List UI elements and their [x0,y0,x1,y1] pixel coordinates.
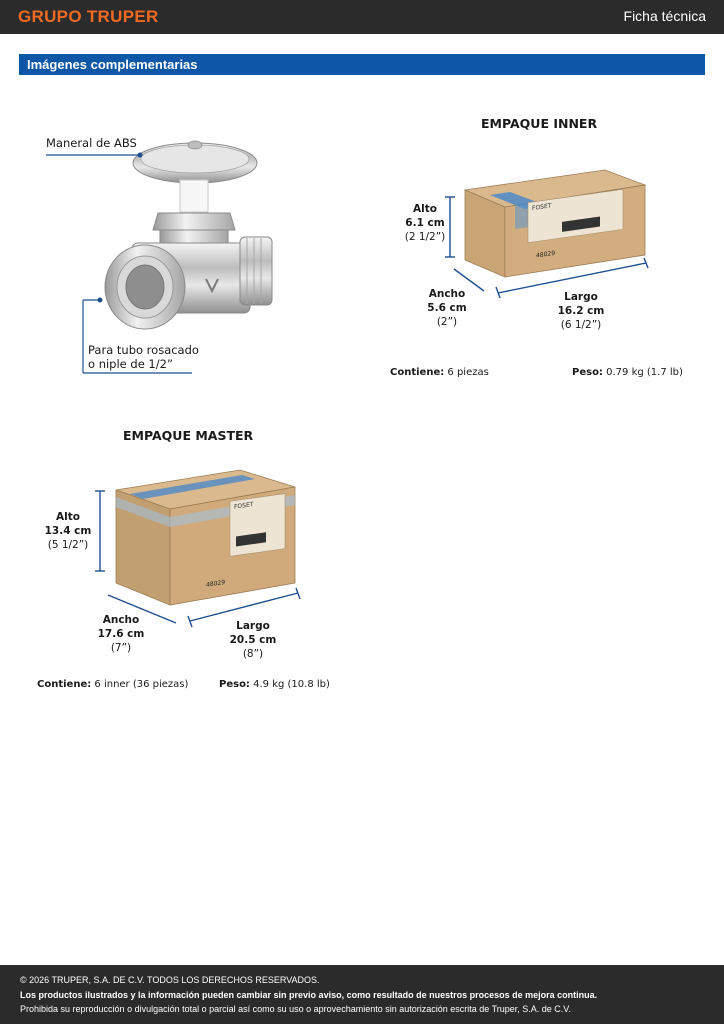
master-dim-alto: Alto 13.4 cm (5 1/2”) [44,511,92,551]
valve-illustration [46,140,273,374]
document-type: Ficha técnica [623,8,706,24]
inner-contents: Contiene: 6 piezas [390,367,489,378]
master-box-brand: FOSET [234,501,254,511]
section-bar: Imágenes complementarias [19,54,705,75]
inner-box-code: 48029 [536,250,555,260]
master-title: EMPAQUE MASTER [123,428,254,443]
inner-dim-alto: Alto 6.1 cm (2 1/2”) [404,203,446,243]
inner-weight: Peso: 0.79 kg (1.7 lb) [572,367,683,378]
callout-thread-line1: Para tubo rosacado [88,343,199,357]
inner-dim-ancho: Ancho 5.6 cm (2”) [427,288,467,328]
footer-copyright: © 2026 TRUPER, S.A. DE C.V. TODOS LOS DE… [20,975,320,985]
callout-handle-label: Maneral de ABS [46,136,137,150]
master-weight: Peso: 4.9 kg (10.8 lb) [219,679,330,690]
footer-notice: Los productos ilustrados y la informació… [20,990,598,1000]
callout-thread-line2: o niple de 1/2” [88,357,173,371]
inner-box-brand: FOSET [532,202,552,212]
inner-box-illustration: FOSET 48029 [445,169,649,299]
footer: © 2026 TRUPER, S.A. DE C.V. TODOS LOS DE… [0,965,724,1024]
master-dim-largo: Largo 20.5 cm (8”) [229,620,277,660]
brand-logo: GRUPO TRUPER [18,7,159,26]
master-contents: Contiene: 6 inner (36 piezas) [37,679,189,690]
master-dim-ancho: Ancho 17.6 cm (7”) [97,614,145,654]
inner-title: EMPAQUE INNER [481,116,598,131]
footer-legal: Prohibida su reproducción o divulgación … [20,1004,571,1014]
inner-dim-largo: Largo 16.2 cm (6 1/2”) [557,291,605,331]
top-bar: GRUPO TRUPER Ficha técnica [0,0,724,34]
section-title: Imágenes complementarias [27,57,198,72]
master-box-illustration: FOSET 48029 [95,469,301,628]
master-box-code: 48029 [206,579,225,589]
